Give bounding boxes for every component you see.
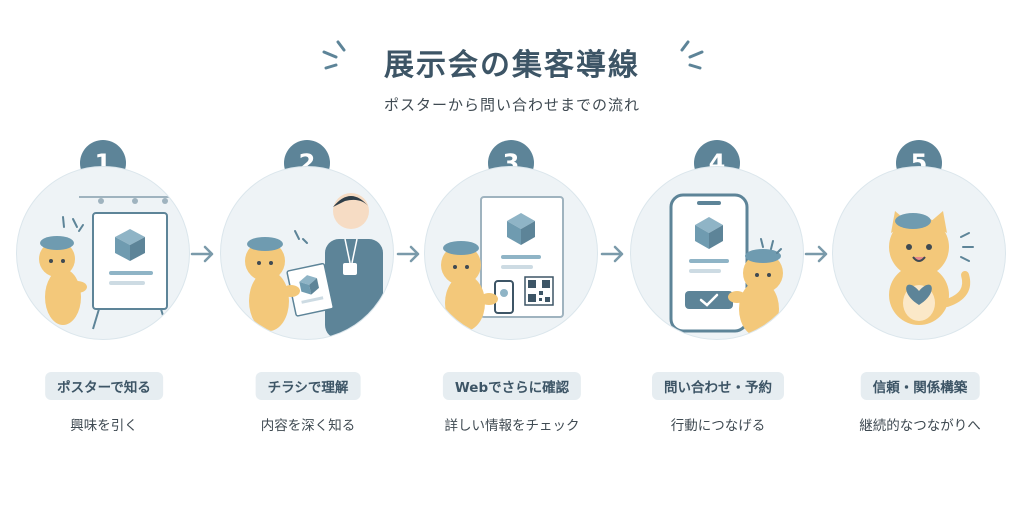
left-spark-icon	[322, 40, 346, 70]
step-illustration	[424, 166, 598, 340]
step-illustration	[220, 166, 394, 340]
step-label: 問い合わせ・予約	[652, 372, 784, 400]
step-desc: 内容を深く知る	[260, 418, 356, 434]
poster-cat-icon	[39, 196, 177, 330]
step-desc: 行動につなげる	[670, 418, 766, 434]
step-label: ポスターで知る	[45, 372, 163, 400]
flyer-handout-icon	[245, 193, 383, 339]
arrow-right-icon	[396, 245, 420, 263]
step-illustration	[16, 166, 190, 340]
arrow-right-icon	[600, 245, 624, 263]
phone-booking-icon	[669, 193, 783, 337]
step-desc: 継続的なつながりへ	[859, 418, 981, 434]
heart-cat-icon	[889, 211, 974, 325]
arrow-right-icon	[190, 245, 214, 263]
step-illustration	[630, 166, 804, 340]
page-subtitle: ポスターから問い合わせまでの流れ	[383, 96, 640, 114]
step-label: Webでさらに確認	[442, 372, 582, 400]
step-desc: 興味を引く	[70, 418, 138, 434]
step-illustration	[832, 166, 1006, 340]
arrow-right-icon	[804, 245, 828, 263]
step-label: 信頼・関係構築	[860, 372, 980, 400]
web-qr-icon	[441, 196, 564, 331]
page-title: 展示会の集客導線	[384, 48, 640, 83]
right-spark-icon	[680, 40, 704, 70]
step-desc: 詳しい情報をチェック	[444, 418, 580, 434]
step-label: チラシで理解	[255, 372, 361, 400]
